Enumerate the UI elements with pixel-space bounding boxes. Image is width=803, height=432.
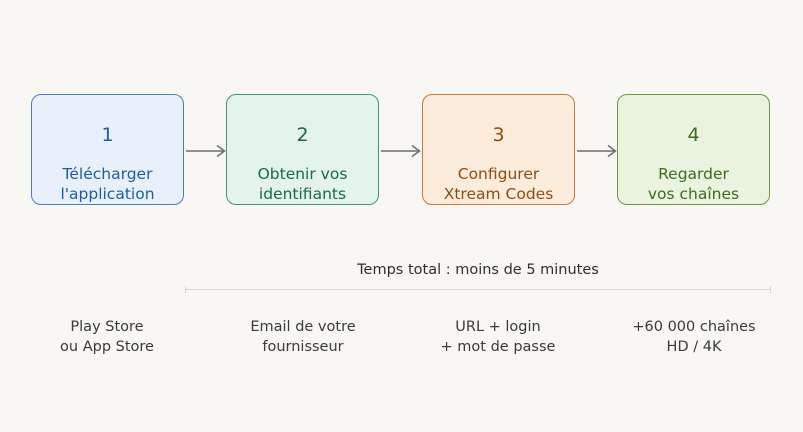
- step-4-label-line1: Regarder: [658, 165, 729, 183]
- step-1-detail-line1: Play Store: [70, 319, 144, 335]
- step-4-box: 4 Regarder vos chaînes: [617, 94, 770, 205]
- step-1-label: Télécharger l'application: [32, 164, 183, 204]
- step-3-number: 3: [492, 124, 505, 146]
- step-1-label-line2: l'application: [60, 185, 155, 203]
- step-4-label-line2: vos chaînes: [647, 185, 740, 203]
- step-4-detail-line2: HD / 4K: [666, 339, 722, 355]
- step-2-label-line1: Obtenir vos: [257, 165, 348, 183]
- step-1-box: 1 Télécharger l'application: [31, 94, 184, 205]
- step-3-label-line2: Xtream Codes: [443, 185, 554, 203]
- step-2-number: 2: [296, 124, 309, 146]
- step-2-detail-line2: fournisseur: [262, 339, 344, 355]
- step-2-detail-line1: Email de votre: [250, 319, 356, 335]
- step-2-detail: Email de votre fournisseur: [218, 317, 388, 357]
- step-4-number: 4: [687, 124, 700, 146]
- step-1-label-line1: Télécharger: [62, 165, 153, 183]
- step-3-detail-line2: + mot de passe: [440, 339, 556, 355]
- step-2-label: Obtenir vos identifiants: [227, 164, 378, 204]
- step-1-detail: Play Store ou App Store: [22, 317, 192, 357]
- step-3-label: Configurer Xtream Codes: [423, 164, 574, 204]
- step-4-detail: +60 000 chaînes HD / 4K: [609, 317, 779, 357]
- step-4-label: Regarder vos chaînes: [618, 164, 769, 204]
- step-2-box: 2 Obtenir vos identifiants: [226, 94, 379, 205]
- step-4-detail-line1: +60 000 chaînes: [632, 319, 756, 335]
- arrow-3-to-4: [577, 144, 617, 158]
- step-3-box: 3 Configurer Xtream Codes: [422, 94, 575, 205]
- step-2-label-line2: identifiants: [258, 185, 347, 203]
- arrow-1-to-2: [186, 144, 226, 158]
- step-3-detail-line1: URL + login: [455, 319, 541, 335]
- step-3-label-line1: Configurer: [457, 165, 540, 183]
- step-3-detail: URL + login + mot de passe: [413, 317, 583, 357]
- total-time-label: Temps total : moins de 5 minutes: [357, 262, 599, 278]
- arrow-2-to-3: [381, 144, 421, 158]
- step-1-detail-line2: ou App Store: [60, 339, 154, 355]
- timeline-bracket: [185, 286, 771, 293]
- step-1-number: 1: [101, 124, 114, 146]
